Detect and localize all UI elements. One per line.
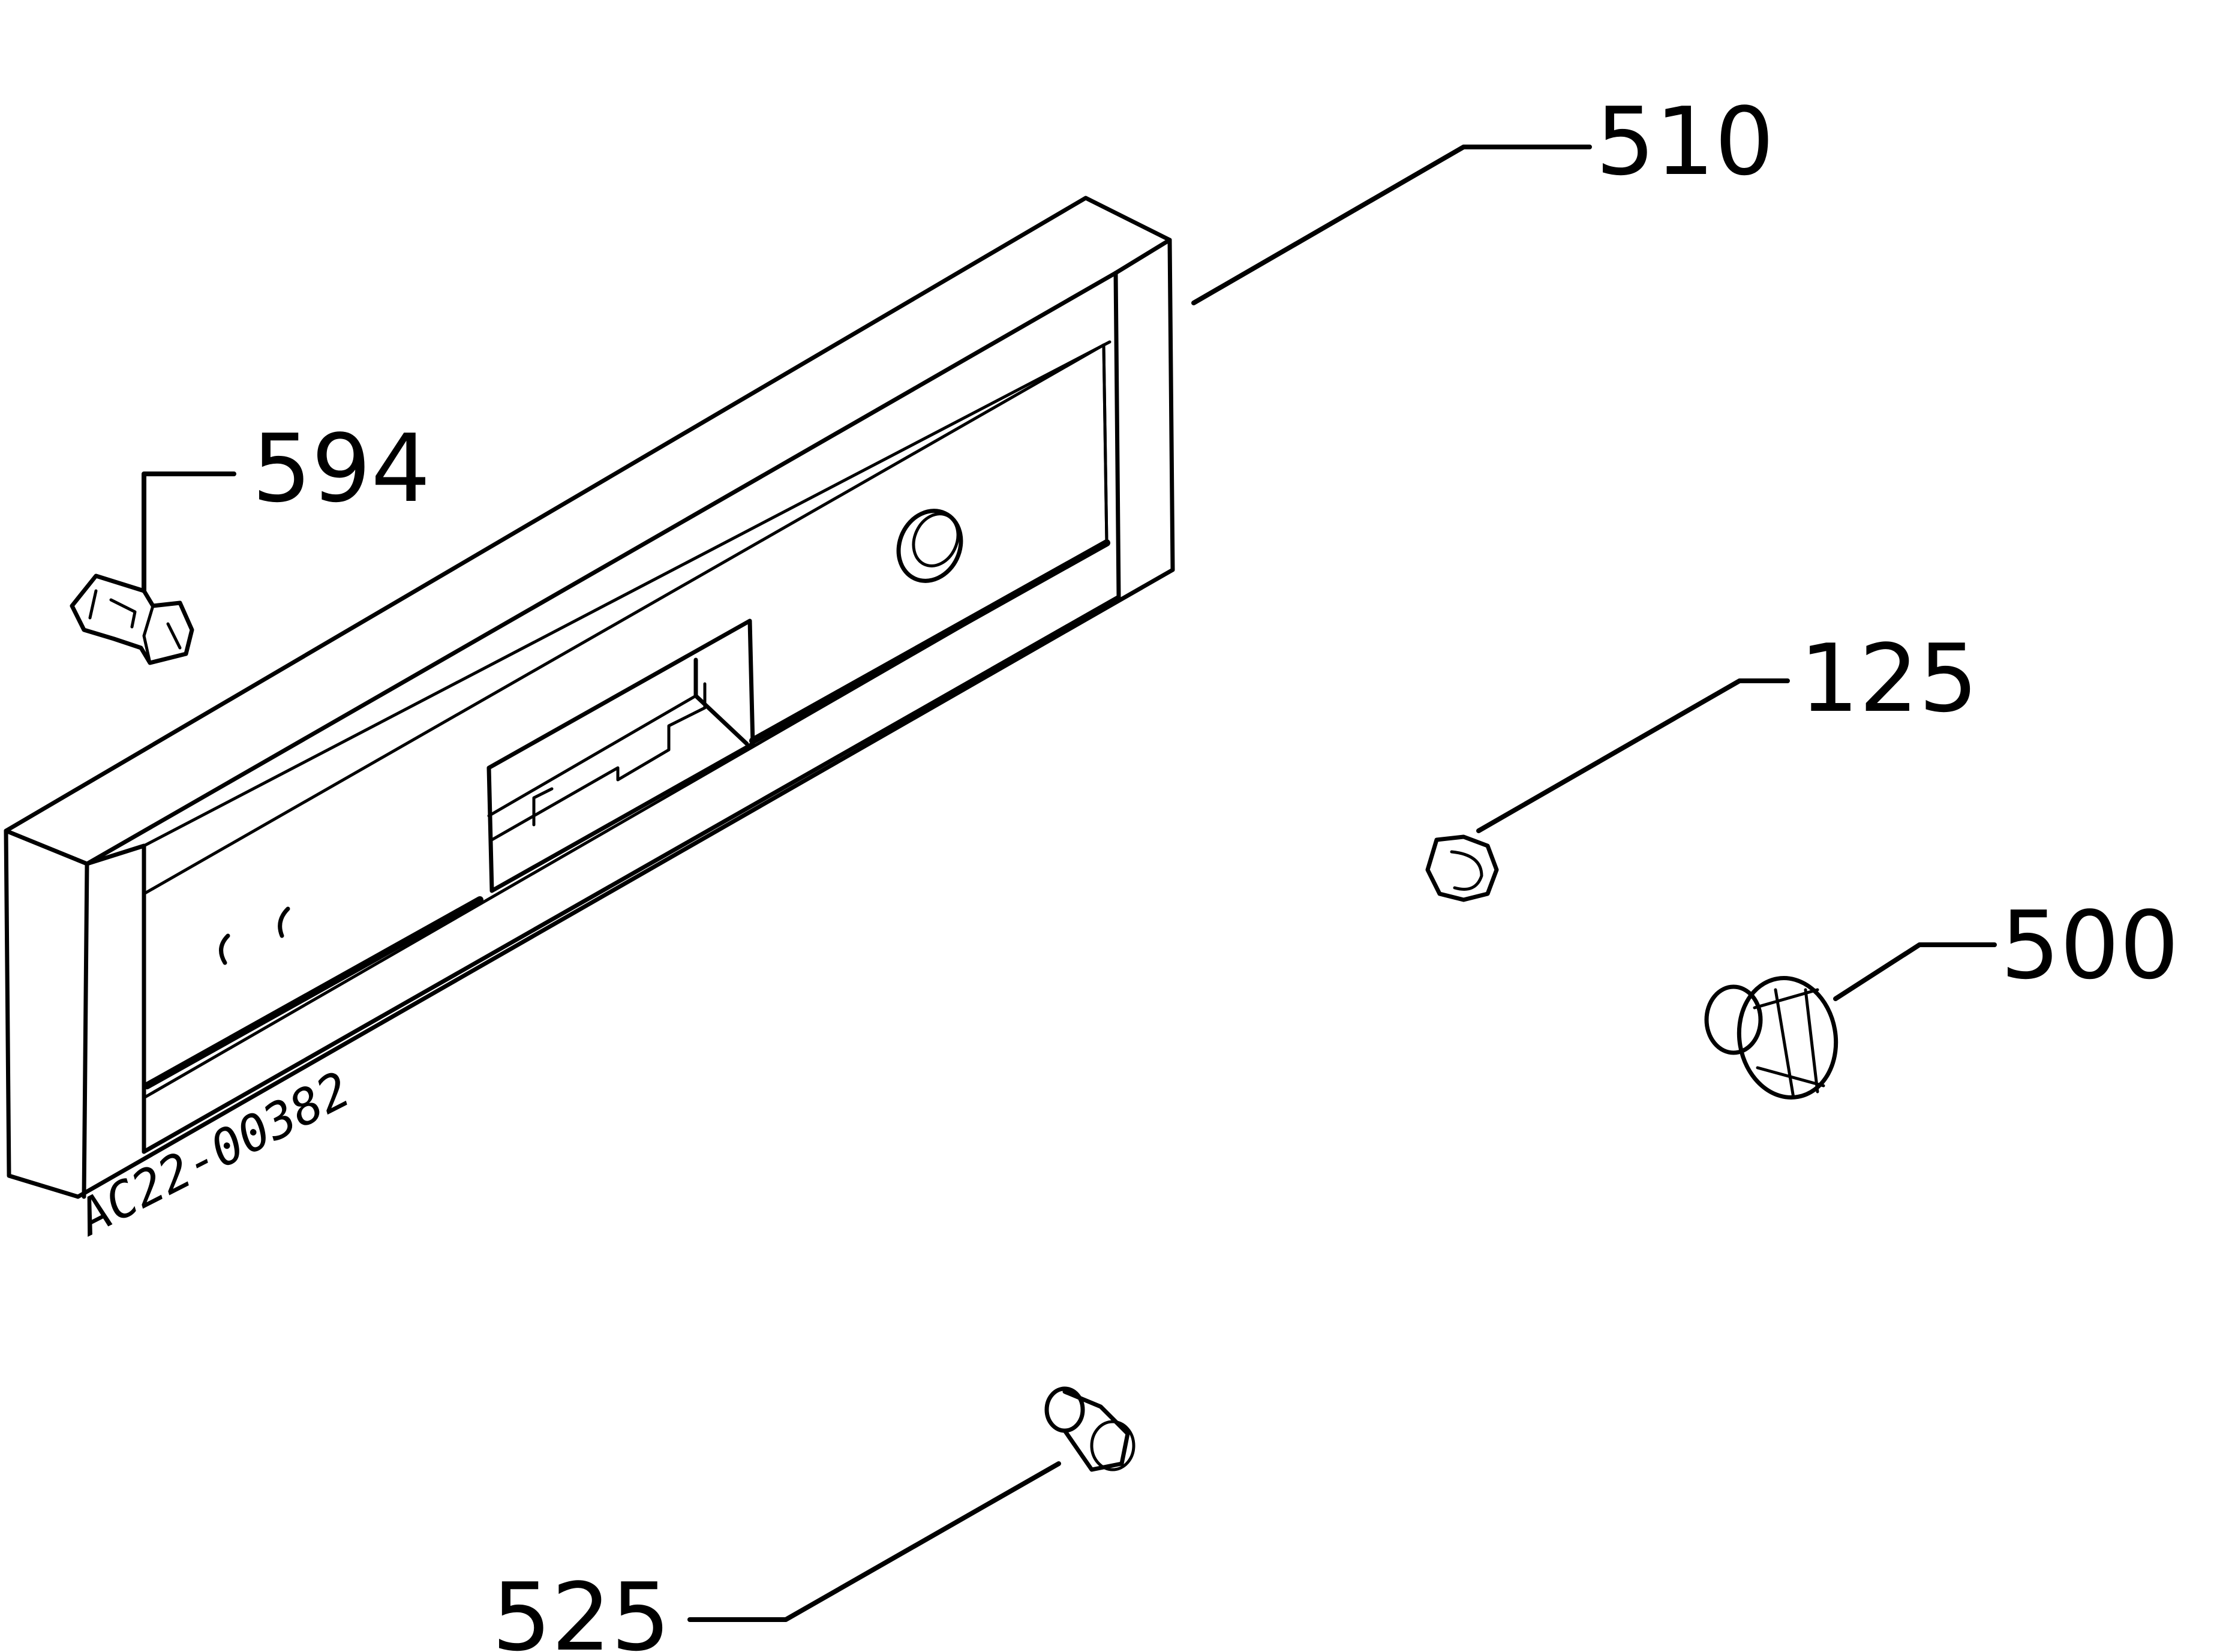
callout-594: 594 [252,414,431,523]
leader-594 [142,471,236,593]
part-code: AC22-00382 [67,1061,359,1248]
part-594-clip [70,573,194,665]
callout-525: 525 [492,1563,671,1652]
leader-510 [1191,145,1592,305]
leader-525 [687,1461,1061,1622]
leader-125 [1476,678,1790,833]
control-panel [4,196,1175,1199]
callout-510: 510 [1596,87,1774,196]
part-500-knob [1704,976,1839,1100]
part-525-plunger [1044,1386,1135,1472]
callout-500: 500 [2000,891,2179,1000]
part-125-nut [1425,834,1499,902]
callout-125: 125 [1800,624,1978,733]
leader-500 [1833,942,1997,1001]
